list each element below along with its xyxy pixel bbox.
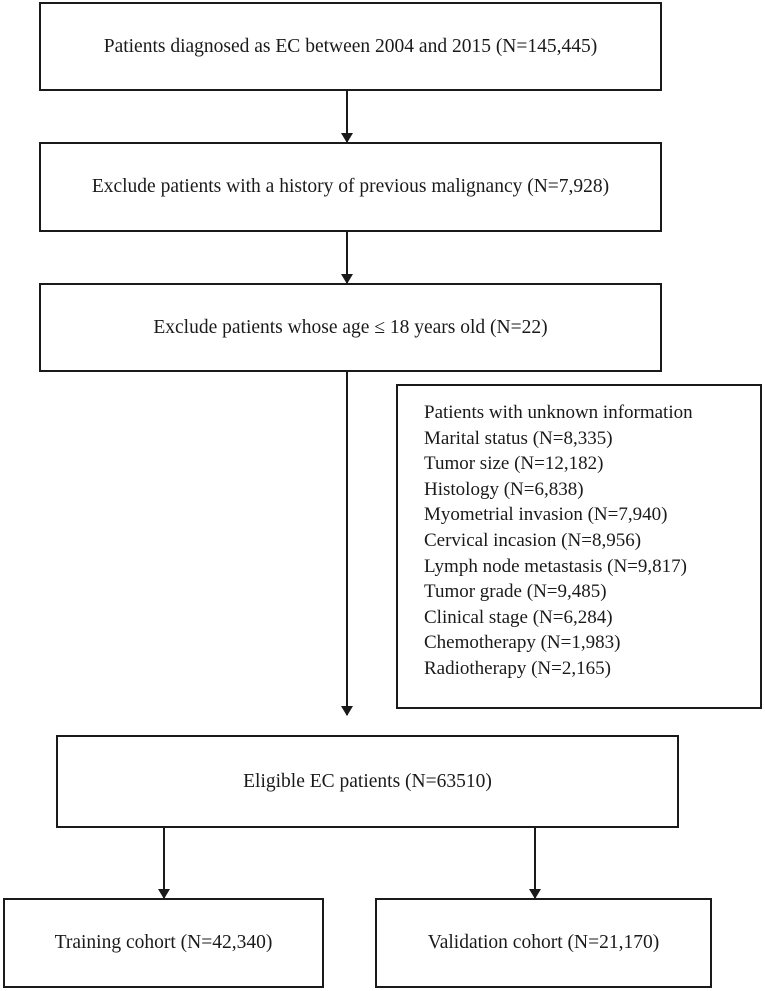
unknown-item-marital-status: Marital status (N=8,335) xyxy=(424,427,613,449)
unknown-item-clinical-stage: Clinical stage (N=6,284) xyxy=(424,606,613,628)
eligible-box: Eligible EC patients (N=63510) xyxy=(56,735,679,828)
unknown-item-radiotherapy: Radiotherapy (N=2,165) xyxy=(424,657,611,679)
validation-cohort-label: Validation cohort (N=21,170) xyxy=(427,932,660,953)
diagnosed-label: Patients diagnosed as EC between 2004 an… xyxy=(103,35,598,57)
unknown-item-cervical-incasion: Cervical incasion (N=8,956) xyxy=(424,529,642,551)
unknown-information-box: Patients with unknown information Marita… xyxy=(396,384,762,709)
eligible-label: Eligible EC patients (N=63510) xyxy=(243,770,492,792)
unknown-item-myometrial-invasion: Myometrial invasion (N=7,940) xyxy=(424,504,668,526)
training-cohort-box: Training cohort (N=42,340) xyxy=(3,898,324,988)
diagnosed-box: Patients diagnosed as EC between 2004 an… xyxy=(39,2,662,91)
unknown-item-tumor-size: Tumor size (N=12,182) xyxy=(424,453,604,475)
unknown-information-title: Patients with unknown information xyxy=(424,402,693,423)
unknown-item-tumor-grade: Tumor grade (N=9,485) xyxy=(424,581,607,603)
exclude-age-label: Exclude patients whose age ≤ 18 years ol… xyxy=(153,316,548,338)
unknown-item-histology: Histology (N=6,838) xyxy=(424,478,584,500)
unknown-item-chemotherapy: Chemotherapy (N=1,983) xyxy=(424,632,621,654)
exclude-malignancy-label: Exclude patients with a history of previ… xyxy=(91,176,610,197)
validation-cohort-box: Validation cohort (N=21,170) xyxy=(375,898,712,988)
exclude-malignancy-box: Exclude patients with a history of previ… xyxy=(39,142,662,232)
training-cohort-label: Training cohort (N=42,340) xyxy=(54,932,273,953)
unknown-item-lymph-node-metastasis: Lymph node metastasis (N=9,817) xyxy=(424,555,687,577)
exclude-age-box: Exclude patients whose age ≤ 18 years ol… xyxy=(39,283,662,372)
